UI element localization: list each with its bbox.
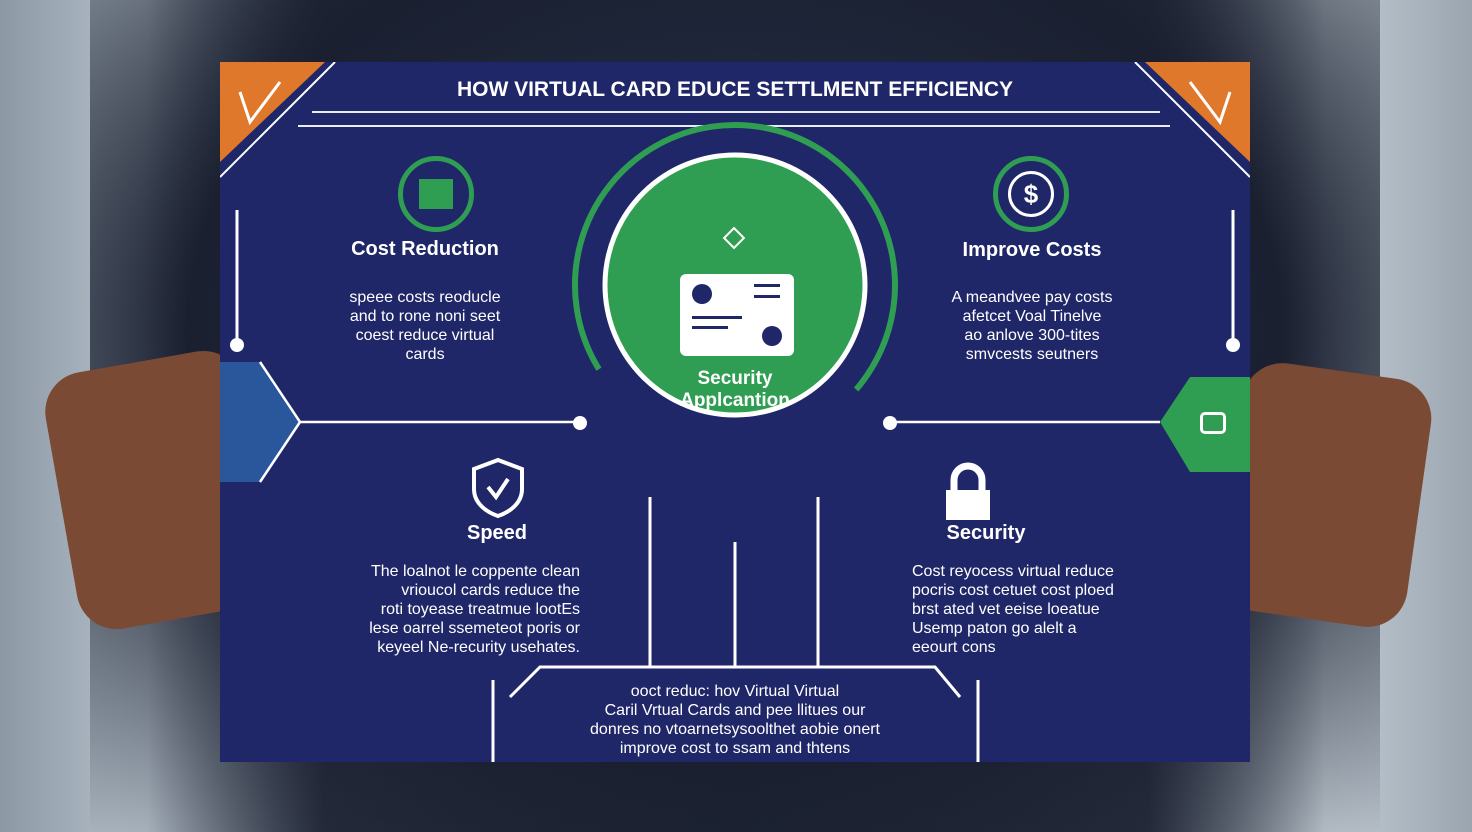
section-heading: Security	[946, 522, 1026, 544]
credit-card-icon	[680, 274, 794, 356]
shield-check-icon	[472, 457, 524, 519]
connector-dot	[883, 416, 897, 430]
dollar-icon: $	[993, 156, 1069, 232]
decorations	[220, 62, 1250, 762]
building-icon	[398, 156, 474, 232]
lock-icon	[946, 462, 990, 520]
connector-dot	[1226, 338, 1240, 352]
center-label-line2: Applcantion	[680, 390, 790, 411]
poster-title: HOW VIRTUAL CARD EDUCE SETTLMENT EFFICIE…	[456, 78, 1014, 101]
corner-left	[220, 62, 325, 162]
center-label: Security Applcantion	[635, 368, 835, 412]
infographic-poster: HOW VIRTUAL CARD EDUCE SETTLMENT EFFICIE…	[220, 62, 1250, 762]
connector-dot	[573, 416, 587, 430]
hexagon-icon	[1200, 412, 1226, 434]
center-label-line1: Security	[697, 368, 773, 389]
section-heading: Cost Reduction	[351, 238, 499, 260]
corner-right	[1145, 62, 1250, 162]
connector-dot	[230, 338, 244, 352]
section-heading: Improve Costs	[962, 239, 1102, 261]
section-heading: Speed	[466, 522, 528, 544]
